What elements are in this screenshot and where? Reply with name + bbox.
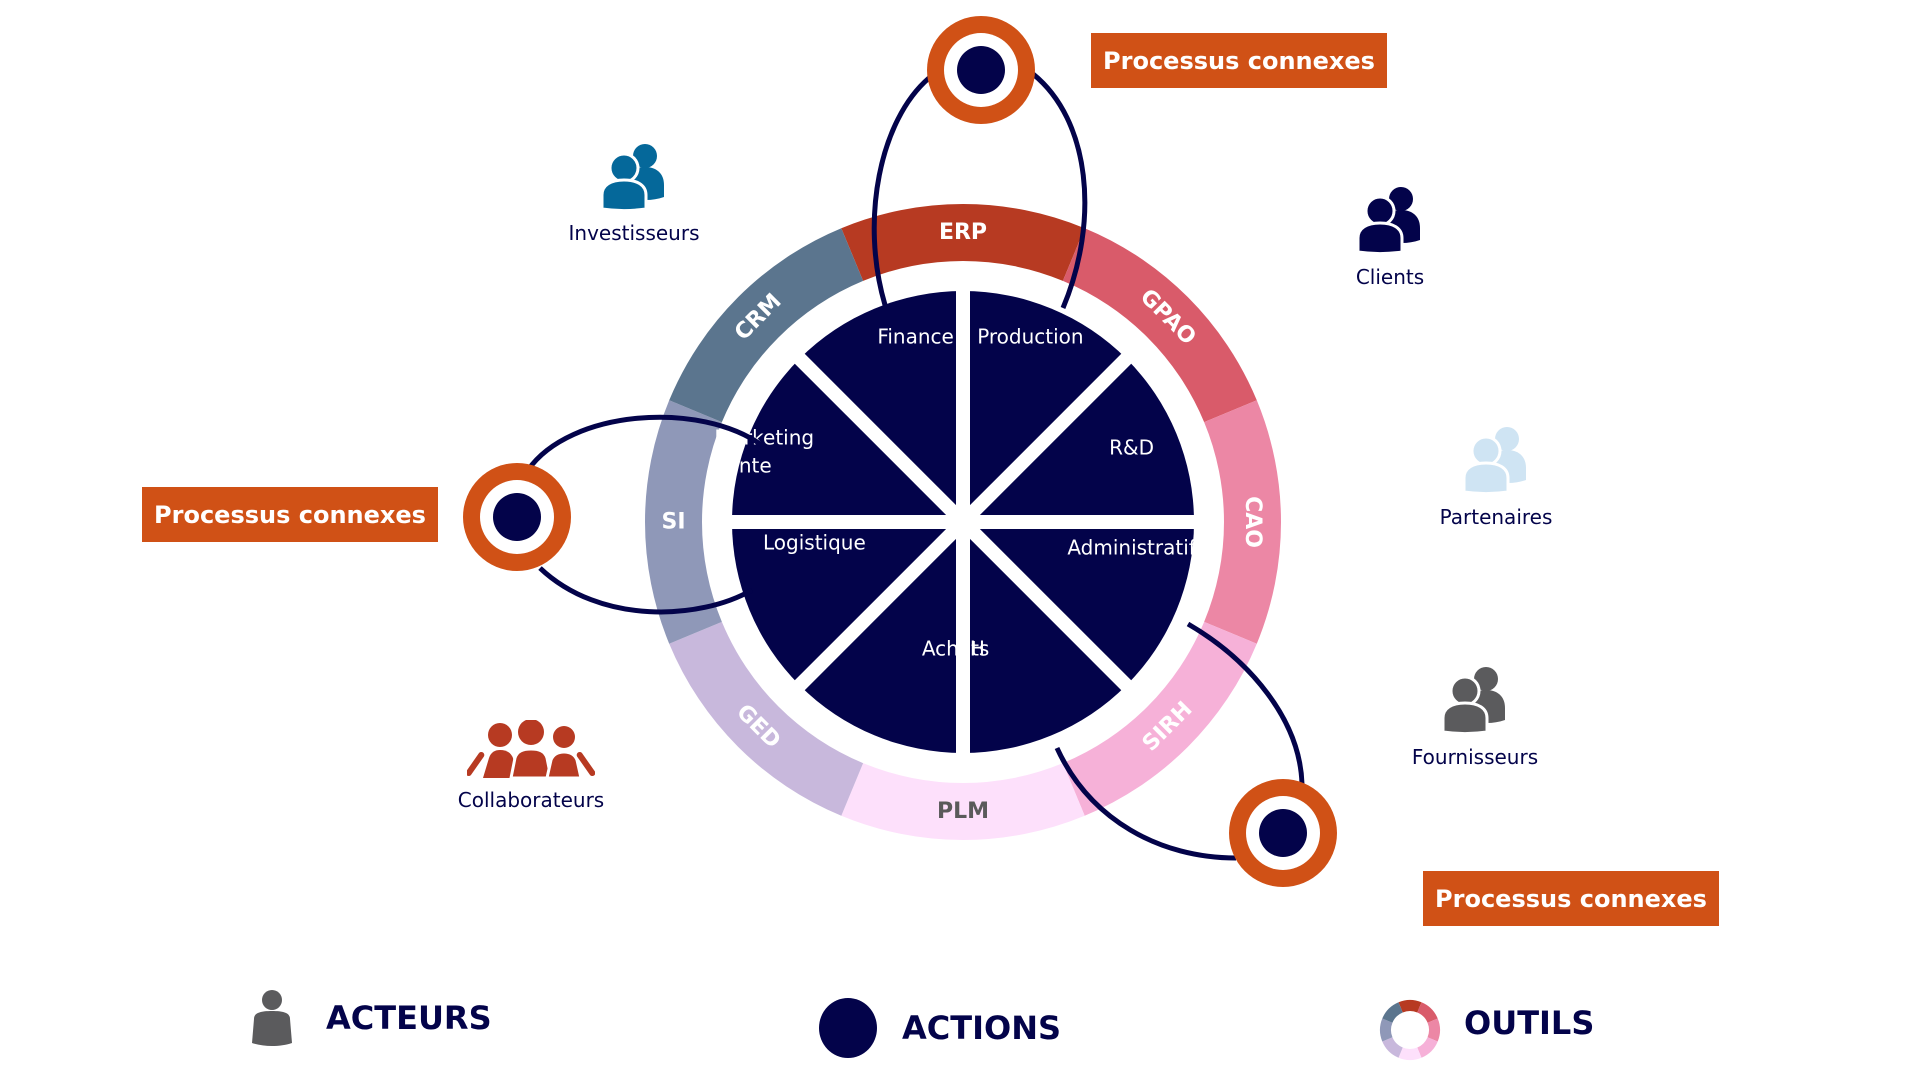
related-process-targets: [463, 16, 1337, 887]
actor-label: Clients: [1355, 265, 1425, 289]
action-label-line: Vente: [714, 454, 771, 478]
tool-segment-cao: [1204, 400, 1281, 644]
target-center-dot: [1259, 809, 1307, 857]
related-process-target-left: [463, 463, 571, 571]
action-label-rh: RH: [956, 637, 985, 661]
legend-ring-segment: [1382, 1002, 1403, 1023]
tool-segment-crm: [669, 228, 864, 423]
action-label-logistique: Logistique: [763, 530, 866, 554]
action-label-line: RH: [956, 637, 985, 661]
target-center-dot: [957, 46, 1005, 94]
tool-segment-gpao: [1062, 228, 1257, 423]
legend-ring-segment: [1417, 1037, 1438, 1058]
tool-segment-erp: [841, 204, 1085, 281]
icon-shape: [1443, 667, 1505, 735]
related-process-target-bottom-right: [1229, 779, 1337, 887]
tool-label-erp: ERP: [939, 220, 987, 245]
legend-label: OUTILS: [1464, 1004, 1595, 1042]
tool-segment-si: [645, 400, 722, 644]
pie-divider: [793, 352, 1133, 692]
group-people-icon: [467, 720, 595, 778]
legend-ring-segment: [1398, 1047, 1422, 1060]
icon-shape: [1464, 427, 1526, 495]
action-label-achats: Achats: [922, 637, 990, 661]
action-label-line: Logistique: [763, 530, 866, 554]
actor-clients: Clients: [1320, 185, 1460, 289]
icon-shape: [602, 144, 664, 211]
tools-ring-icon: [1379, 1000, 1441, 1060]
icon-shape: [1358, 187, 1420, 255]
filled-circle-icon: [819, 998, 877, 1058]
related-process-target-top: [927, 16, 1035, 124]
actor-investisseurs: Investisseurs: [564, 143, 704, 245]
connector-top-right: [1031, 72, 1088, 309]
tool-label-cao: CAO: [1240, 496, 1265, 548]
tool-segment-sirh: [1062, 621, 1257, 816]
two-people-icon: [602, 144, 664, 211]
action-label-line: Finance: [877, 324, 954, 348]
tool-label-si: SI: [661, 510, 685, 535]
tool-segment-ged: [669, 621, 864, 816]
related-process-text: Processus connexes: [154, 500, 426, 529]
two-people-icon: [1358, 187, 1420, 255]
action-label-administratif: Administratif: [1067, 535, 1196, 559]
related-process-label-top: Processus connexes: [1091, 33, 1387, 88]
action-label-finance: Finance: [877, 324, 954, 348]
tool-segment-plm: [841, 763, 1085, 840]
connector-top-left: [871, 76, 931, 306]
two-people-icon: [1464, 427, 1526, 495]
actor-partenaires: Partenaires: [1426, 425, 1566, 529]
actor-collaborateurs: Collaborateurs: [446, 720, 616, 812]
actor-label: Investisseurs: [568, 221, 700, 245]
action-label-line: R&D: [1109, 436, 1154, 460]
connector-left-lower: [538, 566, 754, 615]
person-icon: [252, 990, 292, 1046]
legend-ring-segment: [1427, 1018, 1441, 1042]
target-center-dot: [493, 493, 541, 541]
action-label-production: Production: [977, 324, 1083, 348]
legend-outils: OUTILS: [1440, 993, 1594, 1053]
related-process-text: Processus connexes: [1103, 46, 1375, 75]
legend-ring-segment: [1382, 1037, 1403, 1058]
icon-shape: [467, 720, 595, 778]
related-process-text: Processus connexes: [1435, 884, 1707, 913]
connector-right-upper: [1186, 621, 1305, 785]
actor-label: Partenaires: [1439, 505, 1553, 529]
action-label-r-d: R&D: [1109, 436, 1154, 460]
action-label-line: Achats: [922, 637, 990, 661]
actor-label: Fournisseurs: [1411, 745, 1539, 769]
related-process-connectors: [525, 72, 1305, 861]
related-process-label-bottom-right: Processus connexes: [1423, 871, 1719, 926]
two-people-icon: [1443, 667, 1505, 735]
action-label-line: Production: [977, 324, 1083, 348]
actor-fournisseurs: Fournisseurs: [1405, 665, 1545, 769]
connector-left-upper: [525, 414, 765, 472]
action-label-line: Administratif: [1067, 535, 1196, 559]
related-process-label-left: Processus connexes: [142, 487, 438, 542]
legend-actions: ACTIONS: [818, 998, 1061, 1058]
legend-label: ACTIONS: [902, 1009, 1062, 1047]
connector-right-lower: [1054, 746, 1237, 861]
legend-ring-segment: [1417, 1002, 1438, 1023]
legend-acteurs: ACTEURS: [252, 988, 492, 1048]
legend-label: ACTEURS: [326, 999, 492, 1037]
legend-ring-segment: [1398, 1000, 1422, 1013]
legend-ring-segment: [1379, 1018, 1393, 1042]
actor-label: Collaborateurs: [457, 788, 605, 812]
tool-label-plm: PLM: [937, 799, 989, 824]
